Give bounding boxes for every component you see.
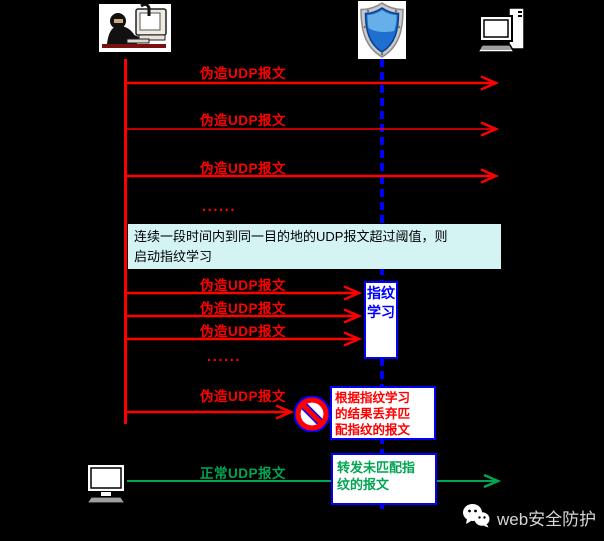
- blocked-no-entry-icon: [293, 395, 331, 437]
- forged-udp-arrow-1: [124, 75, 500, 91]
- forged-udp-arrow-2: [124, 121, 500, 137]
- forged-udp-arrow-6: [124, 331, 363, 347]
- fingerprint-learning-box: 指纹学习: [364, 281, 398, 359]
- ellipsis-1: ......: [202, 198, 237, 215]
- forward-line2: 纹的报文: [337, 477, 390, 492]
- forged-udp-label-4: 伪造UDP报文: [199, 278, 286, 293]
- ellipsis-2: ......: [207, 348, 242, 365]
- forged-udp-label-5: 伪造UDP报文: [199, 301, 286, 316]
- forged-udp-arrow-5: [124, 308, 363, 324]
- forged-udp-label-7: 伪造UDP报文: [199, 389, 286, 404]
- forged-udp-label-3: 伪造UDP报文: [199, 161, 286, 176]
- forged-udp-arrow-4: [124, 285, 363, 301]
- firewall-shield-icon: [358, 1, 406, 64]
- discard-matched-box: 根据指纹学习 的结果丢弃匹 配指纹的报文: [330, 386, 436, 440]
- forged-udp-label-2: 伪造UDP报文: [199, 113, 286, 128]
- forward-line1: 转发未匹配指: [337, 460, 416, 475]
- attacker-lifeline: [124, 59, 127, 424]
- threshold-note: 连续一段时间内到同一目的地的UDP报文超过阈值，则 启动指纹学习: [128, 224, 501, 269]
- client-computer-icon: [83, 463, 129, 510]
- brand-label: web安全防护: [497, 510, 597, 529]
- forged-udp-label-1: 伪造UDP报文: [199, 66, 286, 81]
- threshold-note-line1: 连续一段时间内到同一目的地的UDP报文超过阈值，则: [134, 229, 448, 244]
- threshold-note-line2: 启动指纹学习: [134, 249, 213, 264]
- forged-udp-label-6: 伪造UDP报文: [199, 324, 286, 339]
- wechat-icon: [462, 503, 490, 533]
- forged-udp-arrow-7: [124, 404, 295, 420]
- forged-udp-arrow-3: [124, 168, 500, 184]
- normal-udp-line: [127, 480, 331, 482]
- server-computer-icon: [476, 7, 528, 61]
- discard-line2: 的结果丢弃匹: [335, 407, 411, 421]
- discard-line3: 配指纹的报文: [335, 423, 411, 437]
- normal-udp-label: 正常UDP报文: [199, 466, 286, 481]
- discard-line1: 根据指纹学习: [335, 391, 411, 405]
- forward-out-arrow: [437, 473, 502, 489]
- forward-unmatched-box: 转发未匹配指 纹的报文: [331, 453, 437, 505]
- attacker-hacker-icon: [99, 2, 171, 57]
